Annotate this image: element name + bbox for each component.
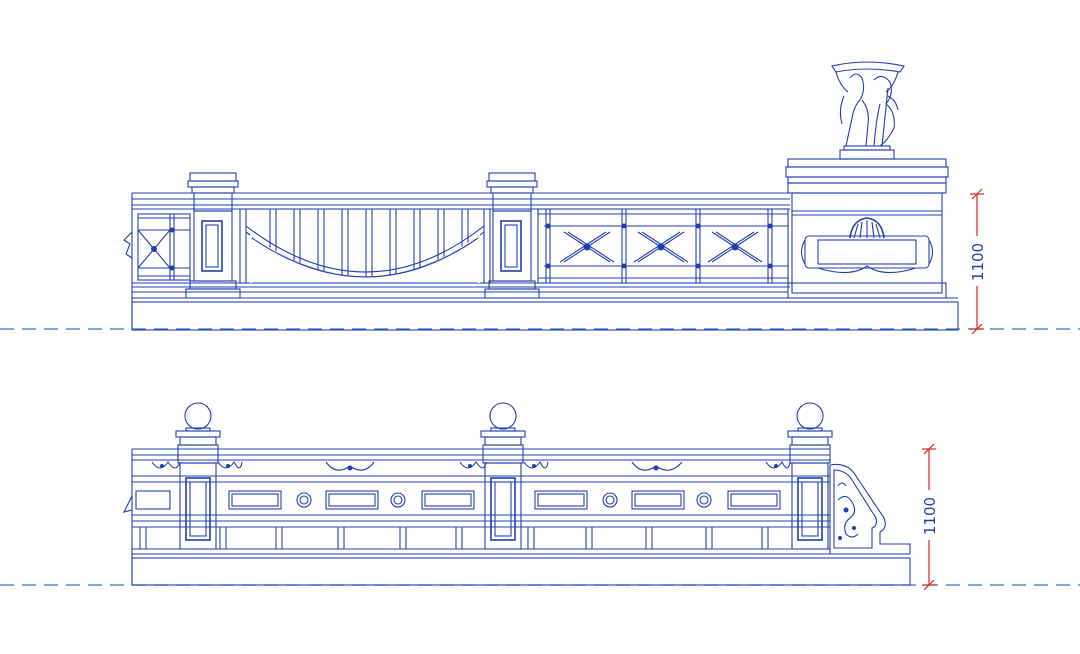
post-2c [787, 402, 833, 550]
dimension-label-top: 1100 [969, 243, 987, 281]
lower-balusters [139, 527, 769, 549]
top-rail-2 [132, 448, 830, 528]
post-1b [484, 172, 540, 299]
dimension-1100-top: 1100 [968, 188, 988, 335]
bottom-rail-1 [132, 282, 790, 288]
end-scroll-bracket [829, 463, 911, 555]
pedestal-with-statue [785, 61, 949, 299]
elevation-1: 1100 [0, 61, 1080, 335]
elevation-2: 1100 [0, 402, 1080, 591]
dimension-label-bottom: 1100 [921, 497, 939, 535]
post-2b [480, 402, 526, 550]
frieze-panels [122, 490, 781, 513]
post-2a [175, 402, 221, 550]
base-plinth-2 [131, 449, 911, 586]
baluster-panel-swag [239, 208, 491, 284]
lattice-panel-left [123, 213, 191, 281]
dimension-1100-bottom: 1100 [920, 443, 940, 591]
lattice-panel-right [537, 208, 789, 284]
frieze-ornaments [151, 460, 791, 471]
post-1a [185, 172, 241, 299]
